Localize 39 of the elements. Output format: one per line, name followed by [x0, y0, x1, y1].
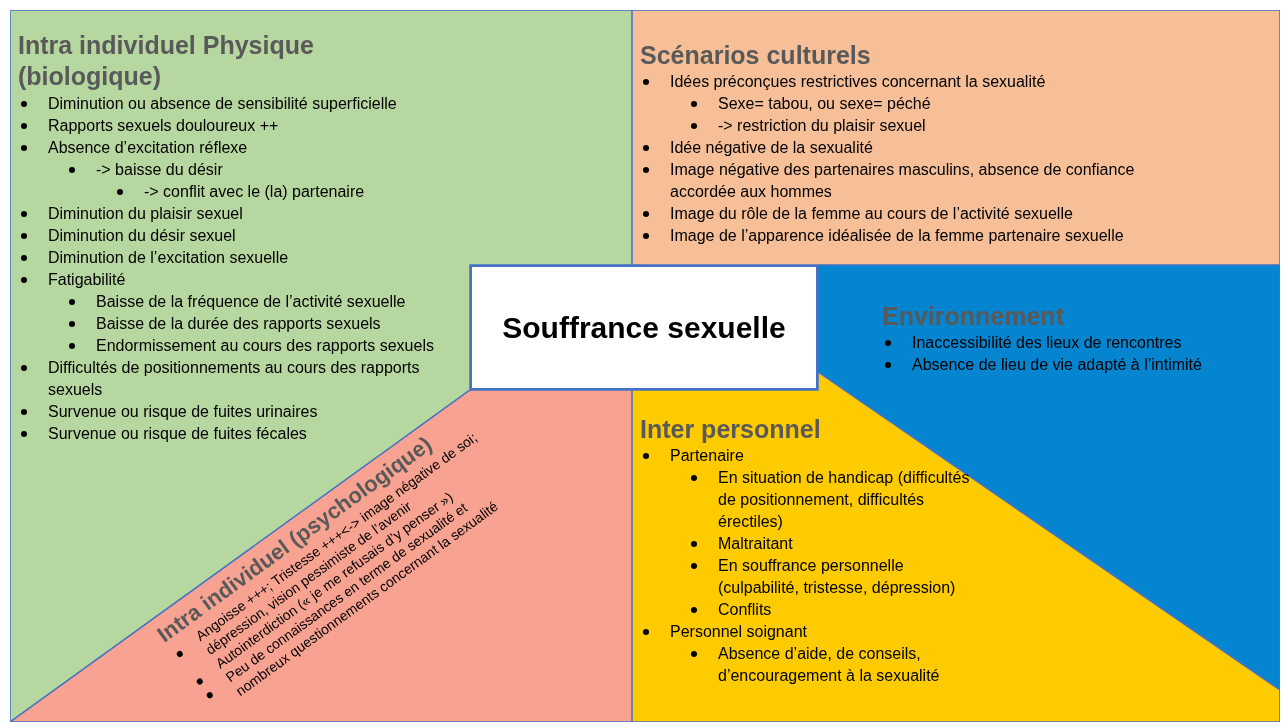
list-item-text: Survenue ou risque de fuites fécales	[48, 423, 307, 442]
list-item-text: Diminution de l’excitation sexuelle	[48, 247, 289, 268]
list-item-text: Diminution du désir sexuel	[48, 225, 236, 246]
list-item-text: -> baisse du désir	[96, 159, 223, 180]
list-item-text: Idées préconçues restrictives concernant la sexualité	[670, 72, 1046, 93]
list-item-text: Partenaire	[670, 446, 744, 467]
sector-panel	[632, 372, 1280, 722]
list-item-text: Survenue ou risque de fuites urinaires	[48, 401, 318, 422]
list-item-text: -> conflit avec le (la) partenaire	[144, 181, 365, 202]
list-item-text: En souffrance personnelle (culpabilité, tristesse, dépression)	[718, 556, 957, 599]
list-item-text: Endormissement au cours des rapports sexuels	[96, 335, 434, 356]
list-item-text: Rapports sexuels douloureux ++	[48, 115, 279, 136]
list-item-text: Absence de lieu de vie adapté à l’intimité	[912, 355, 1202, 376]
list-item-text: En situation de handicap (difficultés de positionnement, difficultés érectiles)	[718, 468, 970, 533]
list-item-text: Maltraitant	[718, 534, 793, 555]
list-item-text: Difficultés de positionnements au cours des rapports sexuels	[48, 357, 421, 400]
center-box	[470, 265, 818, 390]
list-item-text: Absence d’excitation réflexe	[48, 137, 248, 158]
list-item-text: Baisse de la fréquence de l’activité sexuelle	[96, 291, 406, 312]
list-item-text: Sexe= tabou, ou sexe= péché	[718, 94, 931, 115]
list-item-text: Baisse de la durée des rapports sexuels	[96, 313, 381, 334]
section-heading: Scénarios culturels	[640, 40, 872, 71]
list-item-text: Absence d’aide, de conseils, d’encouragement à la sexualité	[718, 644, 941, 687]
list-item-text: -> restriction du plaisir sexuel	[718, 116, 926, 137]
list-item-text: Fatigabilité	[48, 269, 126, 290]
list-item-text: Conflits	[718, 600, 772, 621]
section-heading: Environnement	[882, 301, 1065, 332]
list-item-text: Image négative des partenaires masculins, absence de confiance accordée aux hommes	[670, 160, 1136, 203]
central-heading: Souffrance sexuelle	[502, 310, 786, 346]
list-item-text: Image du rôle de la femme au cours de l’activité sexuelle	[670, 204, 1073, 225]
list-item-text: Personnel soignant	[670, 622, 807, 643]
list-item-text: Inaccessibilité des lieux de rencontres	[912, 333, 1182, 354]
section-heading: Inter personnel	[640, 414, 822, 445]
list-item-text: Diminution du plaisir sexuel	[48, 203, 243, 224]
list-item-text: Diminution ou absence de sensibilité superficielle	[48, 93, 397, 114]
section-heading: Intra individuel Physique (biologique)	[18, 30, 315, 93]
sector-panel	[632, 10, 1280, 265]
list-item-text: Image de l’apparence idéalisée de la femme partenaire sexuelle	[670, 226, 1124, 247]
list-item-text: Idée négative de la sexualité	[670, 138, 873, 159]
